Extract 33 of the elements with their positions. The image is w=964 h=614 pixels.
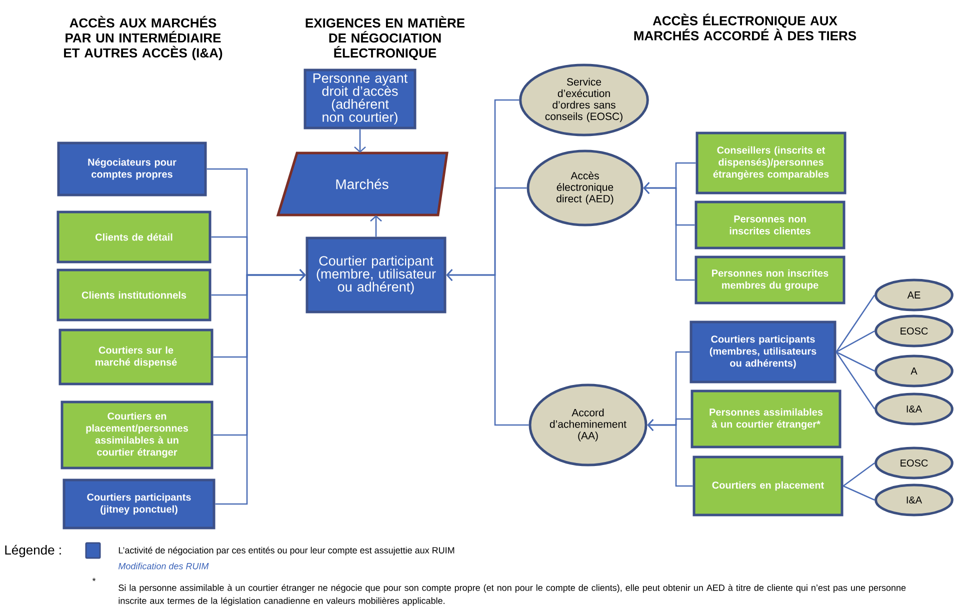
- entity-box: Courtiers en placement: [692, 456, 844, 516]
- connector: [446, 269, 529, 426]
- legend-text: L’activité de négociation par ces entités ou pour leur compte est assujettie aux RUIM: [118, 546, 454, 556]
- connector: [836, 352, 876, 410]
- entity-box: Courtiers en placement/personnes assimilables à un courtier étranger: [60, 400, 214, 470]
- connector: [836, 330, 875, 353]
- entity-box: Conseillers (inscrits et dispensés)/personnes étrangères comparables: [696, 132, 846, 194]
- entity-box: Personnes non inscrites membres du groupe: [694, 256, 846, 304]
- entity-box: Négociateurs pour comptes propres: [57, 142, 207, 196]
- entity-box: Clients institutionnels: [56, 268, 212, 322]
- connector: [370, 215, 382, 237]
- connector: [354, 129, 366, 153]
- connector: [643, 182, 695, 281]
- entity-box: Personnes non inscrites clientes: [694, 200, 846, 250]
- entity-box: Clients de détail: [56, 210, 212, 264]
- note: Modification des RUIM: [118, 562, 209, 570]
- connector: [836, 351, 875, 372]
- connector: [836, 294, 876, 352]
- footnote: Si la personne assimilable à un courtier étranger ne négocie que pour son compte propre (et non pour le compte de clients), elle peut obtenir un AED à titre de cliente qui n’est pas une personne inscrite aux termes de la législation canadienne en valeurs mobilières applicable.: [118, 584, 906, 606]
- footnote-mark: *: [92, 578, 96, 582]
- entity-box: Courtiers participants (membres, utilisateurs ou adhérents): [690, 320, 836, 384]
- entity-box: Courtiers sur le marché dispensé: [58, 328, 214, 386]
- connector: [215, 269, 306, 505]
- connector: [842, 462, 875, 487]
- column-heading: ACCÈS AUX MARCHÉS PAR UN INTERMÉDIAIRE ET AUTRES ACCÈS (I&A): [64, 16, 222, 60]
- section-label: Légende :: [5, 544, 61, 558]
- entity-box: Courtier participant (membre, utilisateur ou adhérent): [306, 236, 446, 314]
- entity-box: Personne ayant droit d’accès (adhérent non courtier): [304, 68, 416, 130]
- connector: [843, 485, 875, 501]
- entity-box: Courtiers participants (jitney ponctuel): [62, 478, 216, 530]
- entity-box: Personnes assimilables à un courtier étranger*: [690, 390, 842, 448]
- column-heading: ACCÈS ÉLECTRONIQUE AUX MARCHÉS ACCORDÉ À DES TIERS: [634, 14, 856, 40]
- connector: [647, 419, 693, 487]
